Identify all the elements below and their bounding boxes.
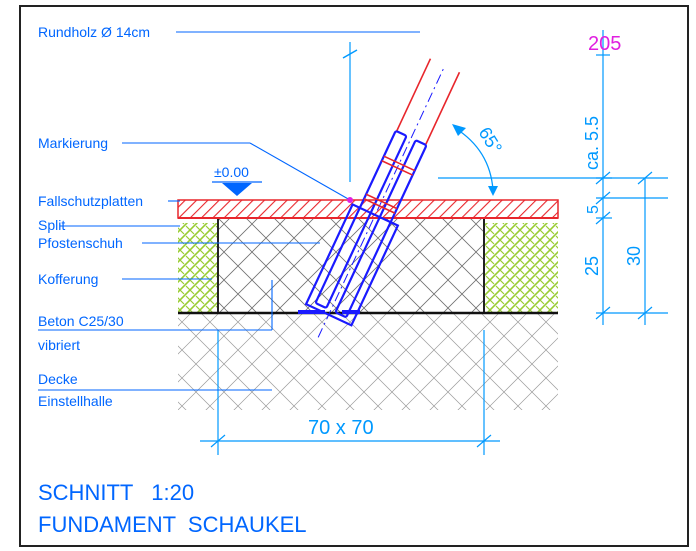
title-line2: FUNDAMENT SCHAUKEL <box>38 512 307 537</box>
dimension-ca: ca. 5.5 <box>582 116 602 170</box>
sheet-number: 205 <box>588 33 621 55</box>
label-decke-line1: Decke <box>38 371 78 387</box>
dimension-30: 30 <box>624 246 644 266</box>
label-rundholz: Rundholz Ø 14cm <box>38 24 150 40</box>
dimension-footing: 70 x 70 <box>308 417 374 439</box>
fallschutzplatten-layer <box>177 199 559 219</box>
label-pfostenschuh: Pfostenschuh <box>38 235 123 251</box>
decke-einstellhalle-hatch <box>178 313 558 410</box>
post-assembly <box>304 58 461 338</box>
leader-lines <box>38 31 420 391</box>
label-fallschutz: Fallschutzplatten <box>38 193 143 209</box>
kofferung-left-hatch <box>178 223 218 313</box>
label-split: Split <box>38 217 65 233</box>
level-marker <box>212 181 262 196</box>
label-beton-line2: vibriert <box>38 337 80 353</box>
label-kofferung: Kofferung <box>38 271 98 287</box>
label-level: ±0.00 <box>214 164 249 180</box>
kofferung-right-hatch <box>484 223 558 313</box>
beton-foundation <box>217 217 485 314</box>
label-markierung: Markierung <box>38 135 108 151</box>
dimension-angle: 65° <box>475 124 506 158</box>
footing-dimension <box>200 330 500 455</box>
right-dimensions <box>595 30 668 325</box>
label-decke-line2: Einstellhalle <box>38 393 113 409</box>
dimension-25: 25 <box>582 256 602 276</box>
label-beton-line1: Beton C25/30 <box>38 313 124 329</box>
dimension-5: 5 <box>585 205 602 214</box>
title-line1: SCHNITT 1:20 <box>38 480 194 505</box>
